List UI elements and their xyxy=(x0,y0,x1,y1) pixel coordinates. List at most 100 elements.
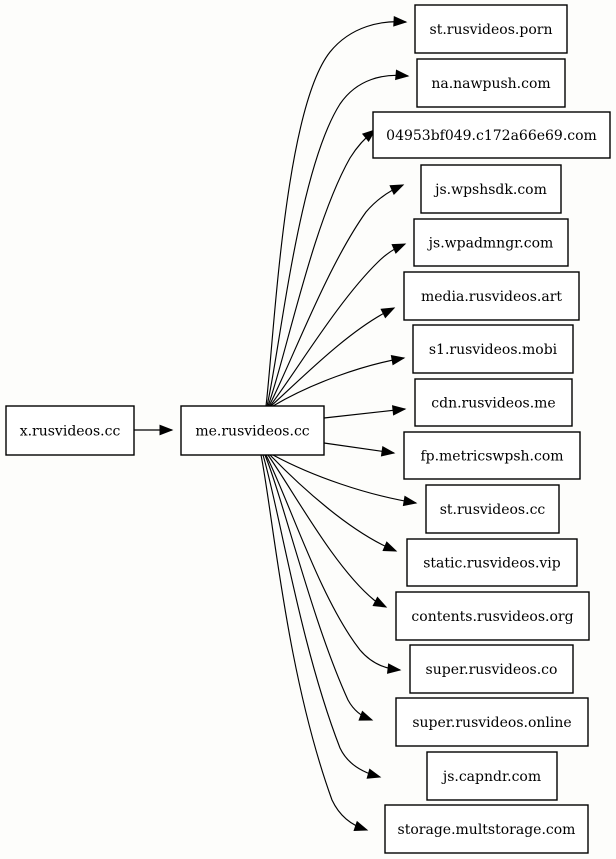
node-box[interactable] xyxy=(5,405,135,456)
arrowhead-icon xyxy=(353,820,369,832)
node-box[interactable] xyxy=(425,484,560,534)
arrowhead-icon xyxy=(395,69,410,81)
edge-me-rusvideos-cc-to-super-rusvideos-co xyxy=(265,454,402,674)
arrowhead-icon xyxy=(358,710,374,721)
node-label: contents.rusvideos.org xyxy=(411,609,573,625)
node-label: storage.multstorage.com xyxy=(398,822,576,838)
node-na-nawpush-com[interactable]: na.nawpush.com xyxy=(416,58,566,108)
node-label: na.nawpush.com xyxy=(431,76,550,92)
node-box[interactable] xyxy=(420,164,562,214)
node-st-rusvideos-porn[interactable]: st.rusvideos.porn xyxy=(414,4,568,54)
edge-me-rusvideos-cc-to-static-rusvideos-vip xyxy=(269,454,398,552)
arrowhead-icon xyxy=(382,541,398,552)
node-box[interactable] xyxy=(395,697,589,747)
node-box[interactable] xyxy=(406,538,578,587)
node-label: super.rusvideos.online xyxy=(412,715,571,731)
arrowhead-icon xyxy=(389,184,405,195)
node-super-rusvideos-co[interactable]: super.rusvideos.co xyxy=(409,644,574,694)
node-s1-rusvideos-mobi[interactable]: s1.rusvideos.mobi xyxy=(412,324,574,374)
edge-me-rusvideos-cc-to-04953bf049-c172a66e69-com xyxy=(267,129,377,407)
arrowhead-icon xyxy=(393,16,408,27)
node-js-wpadmngr-com[interactable]: js.wpadmngr.com xyxy=(413,218,569,267)
node-box[interactable] xyxy=(180,405,325,456)
nodes-layer: x.rusvideos.cc me.rusvideos.cc st.rusvideo… xyxy=(5,4,611,854)
node-label: js.capndr.com xyxy=(441,769,541,785)
edge-line xyxy=(269,243,406,407)
node-js-wpshsdk-com[interactable]: js.wpshsdk.com xyxy=(420,164,562,214)
node-04953bf049-c172a66e69-com[interactable]: 04953bf049.c172a66e69.com xyxy=(372,111,611,159)
node-label: s1.rusvideos.mobi xyxy=(429,342,558,358)
edge-me-rusvideos-cc-to-st-rusvideos-porn xyxy=(265,16,408,407)
node-js-capndr-com[interactable]: js.capndr.com xyxy=(426,751,558,801)
edge-line xyxy=(323,408,406,419)
node-storage-multstorage-com[interactable]: storage.multstorage.com xyxy=(384,804,589,854)
node-box[interactable] xyxy=(426,751,558,801)
node-label: st.rusvideos.porn xyxy=(430,22,553,38)
node-label: cdn.rusvideos.me xyxy=(431,396,555,412)
edge-me-rusvideos-cc-to-js-capndr-com xyxy=(262,454,382,779)
node-box[interactable] xyxy=(384,804,589,854)
edge-line xyxy=(260,454,368,831)
node-me-rusvideos-cc[interactable]: me.rusvideos.cc xyxy=(180,405,325,456)
edge-me-rusvideos-cc-to-fp-metricswpsh-com xyxy=(323,442,396,457)
edge-line xyxy=(262,454,381,778)
node-contents-rusvideos-org[interactable]: contents.rusvideos.org xyxy=(395,591,590,641)
node-label: fp.metricswpsh.com xyxy=(420,449,563,465)
node-x-rusvideos-cc[interactable]: x.rusvideos.cc xyxy=(5,405,135,456)
arrowhead-icon xyxy=(391,243,407,254)
edge-me-rusvideos-cc-to-media-rusvideos-art xyxy=(270,307,396,407)
node-fp-metricswpsh-com[interactable]: fp.metricswpsh.com xyxy=(403,431,581,480)
node-media-rusvideos-art[interactable]: media.rusvideos.art xyxy=(403,271,580,321)
arrowhead-icon xyxy=(380,445,396,457)
node-label: static.rusvideos.vip xyxy=(423,556,561,572)
node-box[interactable] xyxy=(403,431,581,480)
arrowhead-icon xyxy=(372,596,388,608)
node-label: x.rusvideos.cc xyxy=(20,424,121,440)
edge-me-rusvideos-cc-to-storage-multstorage-com xyxy=(260,454,369,832)
arrowhead-icon xyxy=(390,354,406,366)
node-box[interactable] xyxy=(403,271,580,321)
edge-x-rusvideos-cc-to-me-rusvideos-cc xyxy=(134,424,174,436)
edge-line xyxy=(270,307,395,407)
node-box[interactable] xyxy=(414,378,573,427)
edge-line xyxy=(272,454,417,504)
node-box[interactable] xyxy=(412,324,574,374)
node-label: 04953bf049.c172a66e69.com xyxy=(386,128,597,144)
node-static-rusvideos-vip[interactable]: static.rusvideos.vip xyxy=(406,538,578,587)
node-box[interactable] xyxy=(413,218,569,267)
arrowhead-icon xyxy=(391,405,407,416)
edge-line xyxy=(268,184,404,407)
edge-me-rusvideos-cc-to-st-rusvideos-cc xyxy=(272,454,418,507)
node-st-rusvideos-cc[interactable]: st.rusvideos.cc xyxy=(425,484,560,534)
edge-me-rusvideos-cc-to-cdn-rusvideos-me xyxy=(323,405,407,419)
node-box[interactable] xyxy=(414,4,568,54)
node-box[interactable] xyxy=(372,111,611,159)
node-label: media.rusvideos.art xyxy=(421,289,562,305)
edge-me-rusvideos-cc-to-super-rusvideos-online xyxy=(264,454,374,721)
node-label: st.rusvideos.cc xyxy=(440,502,546,518)
edge-me-rusvideos-cc-to-s1-rusvideos-mobi xyxy=(272,354,406,407)
arrowhead-icon xyxy=(159,424,174,436)
arrowhead-icon xyxy=(380,307,396,319)
edges-layer xyxy=(134,16,418,832)
edge-line xyxy=(264,454,373,721)
edge-me-rusvideos-cc-to-js-wpshsdk-com xyxy=(268,184,405,407)
node-box[interactable] xyxy=(416,58,566,108)
edge-me-rusvideos-cc-to-contents-rusvideos-org xyxy=(267,454,388,608)
node-super-rusvideos-online[interactable]: super.rusvideos.online xyxy=(395,697,589,747)
edge-line xyxy=(267,454,387,608)
edge-line xyxy=(272,357,405,407)
node-label: super.rusvideos.co xyxy=(426,662,558,678)
edge-line xyxy=(269,454,397,552)
arrowhead-icon xyxy=(402,495,418,507)
node-cdn-rusvideos-me[interactable]: cdn.rusvideos.me xyxy=(414,378,573,427)
arrowhead-icon xyxy=(366,768,382,779)
node-label: js.wpadmngr.com xyxy=(427,236,554,252)
node-box[interactable] xyxy=(395,591,590,641)
edge-line xyxy=(265,454,401,671)
edge-line xyxy=(265,21,407,407)
arrowhead-icon xyxy=(386,663,402,674)
arrowhead-icon xyxy=(361,129,377,143)
node-box[interactable] xyxy=(409,644,574,694)
